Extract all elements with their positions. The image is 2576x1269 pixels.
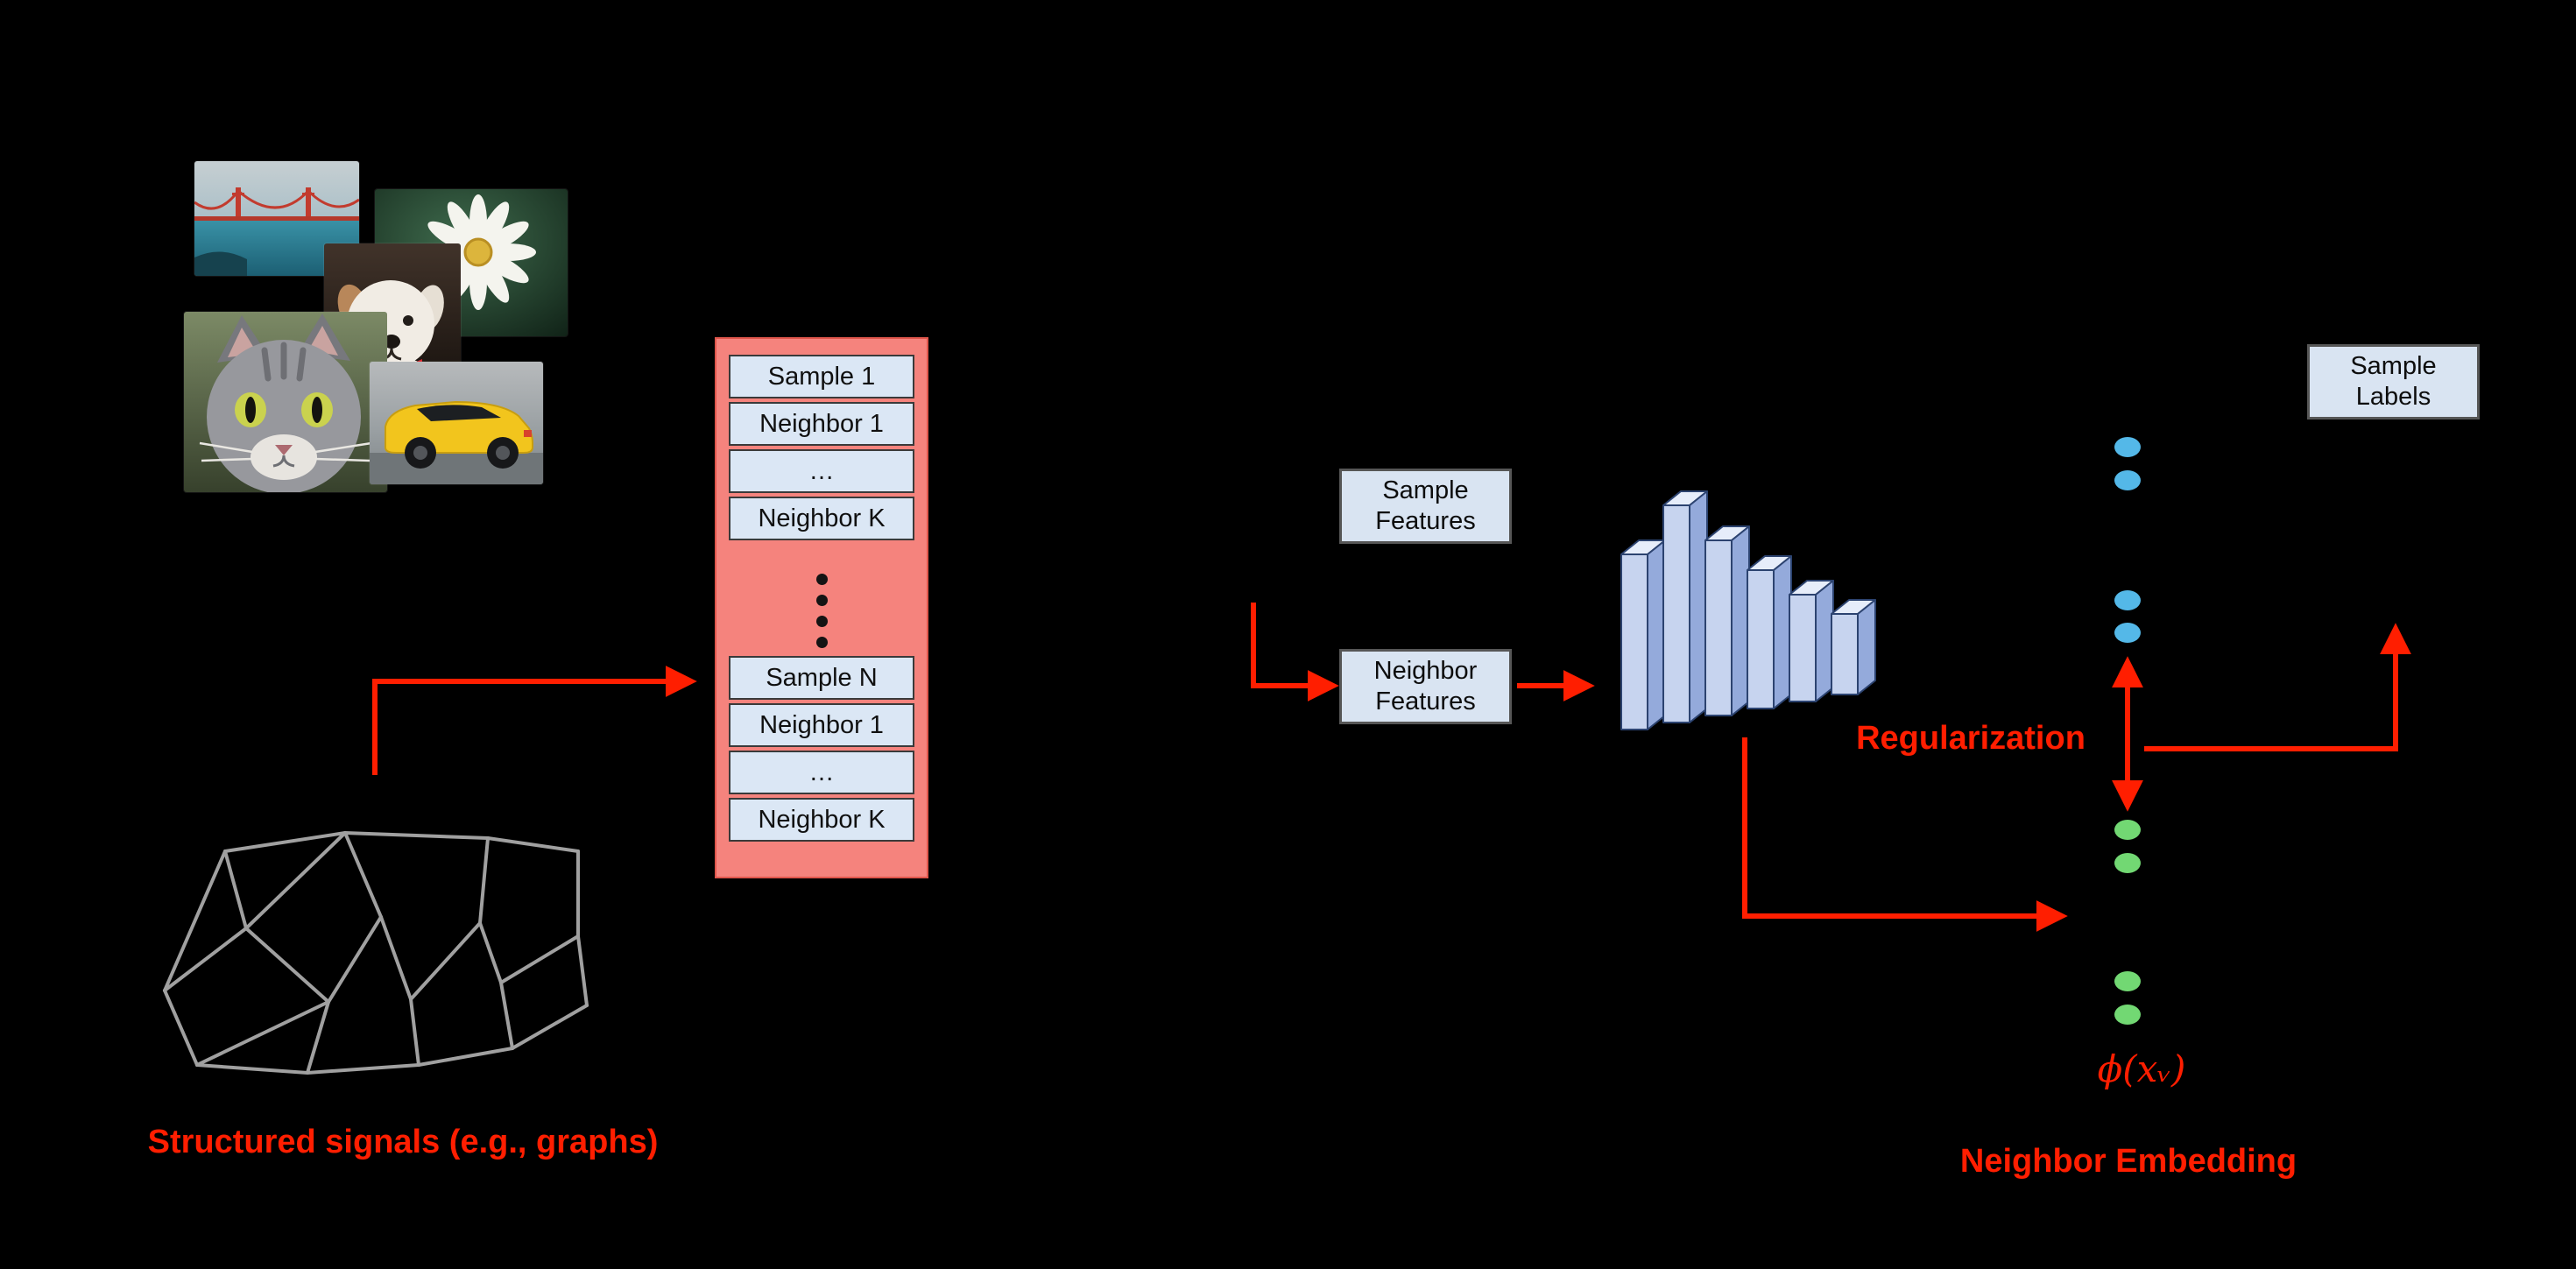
arrow-embedding-to-sample-labels [2144, 623, 2411, 751]
batch-ellipsis-dots [716, 574, 927, 648]
neighbor-embedding-symbol: ϕ(xᵥ) [2097, 1047, 2186, 1090]
arrow-into-neighbor-features [1251, 603, 1339, 701]
neighbor-embedding-caption: Neighbor Embedding [1959, 1143, 2297, 1180]
neighbor-embedding-dot [2114, 820, 2141, 840]
sample-labels-line2: Labels [2355, 383, 2431, 411]
neural-network-icon [1620, 490, 1876, 730]
neighbor-embedding-dot [2114, 1005, 2141, 1025]
sample-embedding-dot [2114, 623, 2141, 643]
sample-embedding-dot [2114, 590, 2141, 610]
sample-features-line2: Features [1375, 507, 1476, 535]
batch-cell: Sample N [729, 656, 914, 700]
batch-cell: … [729, 449, 914, 493]
gray-cat-photo [184, 312, 387, 492]
sample-features-box: Sample Features [1339, 469, 1512, 544]
batch-cell: Neighbor K [729, 798, 914, 842]
sample-labels-box: Sample Labels [2307, 344, 2480, 419]
neighbor-features-box: Neighbor Features [1339, 649, 1512, 724]
neighbor-embedding-dot [2114, 971, 2141, 991]
ellipsis-dot [815, 616, 828, 627]
yellow-sports-car-photo [370, 362, 543, 484]
sample-labels-line1: Sample [2350, 352, 2437, 380]
ellipsis-dot [815, 574, 828, 585]
neighbor-features-line1: Neighbor [1373, 657, 1478, 685]
sample-embedding-dot [2114, 470, 2141, 490]
neighbor-features-line2: Features [1375, 687, 1476, 716]
batch-cell: … [729, 751, 914, 794]
structured-signals-caption: Structured signals (e.g., graphs) [147, 1124, 659, 1160]
neighbor-embedding-dot [2114, 853, 2141, 873]
batch-cell: Neighbor 1 [729, 703, 914, 747]
ellipsis-dot [815, 595, 828, 606]
batch-cell: Sample 1 [729, 355, 914, 398]
structured-graph-illustration [163, 831, 589, 1075]
batch-cell: Neighbor 1 [729, 402, 914, 446]
regularization-caption: Regularization [1856, 720, 2086, 757]
cat-illustration [184, 312, 387, 492]
arrow-graph-to-batch [372, 666, 697, 775]
car-illustration [370, 362, 543, 484]
sample-features-line1: Sample [1382, 476, 1469, 504]
sample-embedding-dot [2114, 437, 2141, 457]
ellipsis-dot [815, 637, 828, 648]
arrow-network-to-neighbor-embedding [1742, 737, 2068, 932]
batch-cell: Neighbor K [729, 497, 914, 540]
